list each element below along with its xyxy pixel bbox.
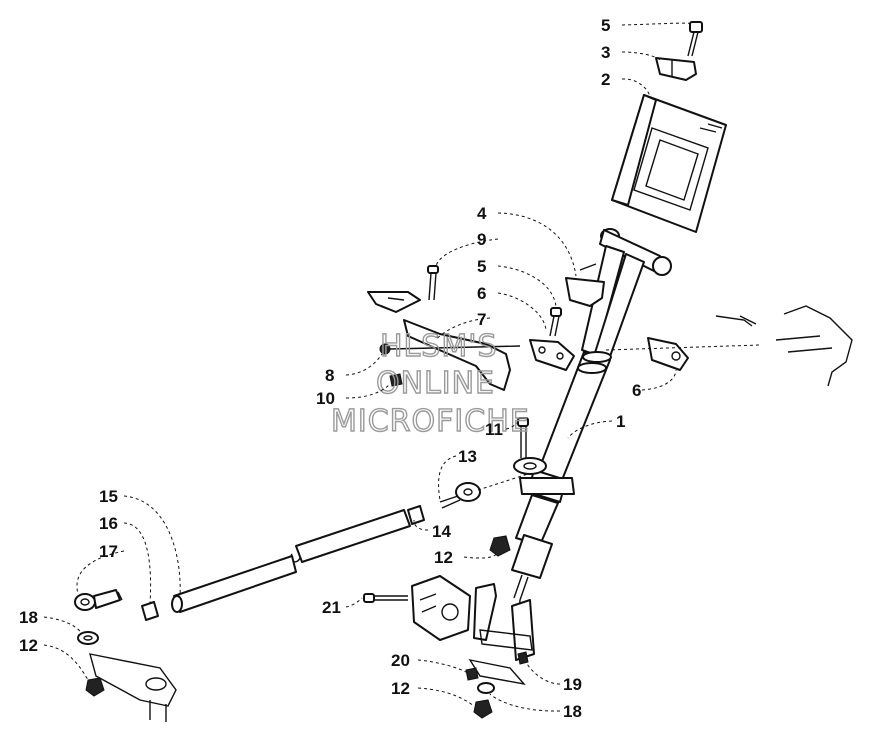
pivot-axis-line <box>605 305 853 387</box>
callout-19: 19 <box>563 675 582 694</box>
callout-8: 8 <box>325 366 334 385</box>
callout-12-mid: 12 <box>434 548 453 567</box>
callout-4: 4 <box>477 204 487 223</box>
callout-20: 20 <box>391 651 410 670</box>
handlebar-pad-part <box>611 94 727 233</box>
bracket-nut-part <box>489 535 511 557</box>
lever-nut-part <box>379 343 521 355</box>
watermark-line-1: HLSM'S <box>380 329 498 364</box>
callout-13: 13 <box>458 447 477 466</box>
lever-screw-part <box>427 265 439 301</box>
callout-6-right: 6 <box>632 381 641 400</box>
lower-bracket-part <box>468 583 535 686</box>
watermark-line-3: MICROFICHE <box>331 404 530 439</box>
callout-12-left: 12 <box>19 636 38 655</box>
watermark-line-2: ONLINE <box>376 366 495 401</box>
callout-9: 9 <box>477 230 486 249</box>
upper-clamp-part <box>565 263 605 307</box>
callout-5-top: 5 <box>601 16 610 35</box>
lower-nut-left-part <box>85 677 105 697</box>
lower-washer-bottom-part <box>477 682 495 694</box>
leader-lines <box>43 22 695 712</box>
tie-rod-part <box>171 509 411 613</box>
callout-16: 16 <box>99 514 118 533</box>
lower-nut-bottom-part <box>465 667 493 719</box>
jam-nut-part <box>407 505 425 525</box>
tie-rod-end-upper-part <box>439 473 529 509</box>
callout-1: 1 <box>616 412 625 431</box>
callout-14: 14 <box>432 522 451 541</box>
callout-17: 17 <box>99 542 118 561</box>
lever-bracket-part <box>367 291 511 391</box>
callout-2: 2 <box>601 70 610 89</box>
lower-bearing-block-part <box>411 575 471 641</box>
lower-washer-part <box>77 631 99 645</box>
callout-labels: 5 3 2 4 9 5 6 7 8 10 6 11 1 13 15 14 16 … <box>19 16 641 721</box>
callout-21: 21 <box>322 598 341 617</box>
spindle-arm-part <box>89 653 177 722</box>
callout-6-left: 6 <box>477 284 486 303</box>
cap-screw-part <box>687 21 703 57</box>
tie-rod-end-lower-part <box>74 589 123 611</box>
lever-locknut-part <box>389 373 403 387</box>
callout-12-bottom: 12 <box>391 679 410 698</box>
callout-3: 3 <box>601 43 610 62</box>
callout-7: 7 <box>477 310 486 329</box>
cap-clamp-part <box>655 57 697 81</box>
callout-15: 15 <box>99 487 118 506</box>
clamp-screw-part <box>549 307 562 337</box>
watermark: HLSM'S ONLINE MICROFICHE <box>330 328 530 439</box>
lower-block-left-part <box>529 339 575 371</box>
lower-screw-part <box>517 651 529 665</box>
lower-block-right-part <box>647 337 689 371</box>
callout-18-left: 18 <box>19 608 38 627</box>
steering-arm-bracket-part <box>513 457 575 495</box>
callout-11: 11 <box>485 420 503 439</box>
block-bolt-part <box>363 593 408 603</box>
tie-rod-nut-part <box>141 601 159 621</box>
callout-18-bottom: 18 <box>563 702 582 721</box>
callout-5-mid: 5 <box>477 257 486 276</box>
callout-10: 10 <box>316 389 335 408</box>
